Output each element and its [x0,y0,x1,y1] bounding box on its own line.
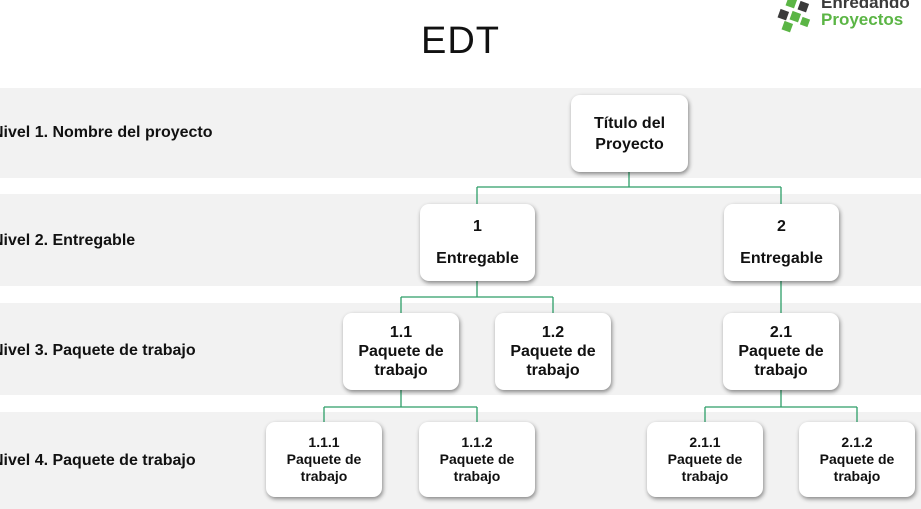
logo: Enredando Proyectos [771,0,921,36]
node-package-2-1-2-number: 2.1.2 [841,434,873,450]
logo-text: Enredando Proyectos [821,0,910,28]
logo-line-2: Proyectos [821,10,904,29]
node-package-1-1-2-line-1: Paquete de [439,451,515,467]
node-project-title-line-2: Proyecto [595,135,664,153]
node-deliverable-1-number: 1 [473,217,482,235]
node-project-title[interactable]: Título del Proyecto [571,95,688,172]
node-project-title-line-1: Título del [593,114,666,132]
node-package-2-1-1-line-2: trabajo [681,468,729,484]
node-package-1-2-number: 1.2 [541,324,565,341]
node-deliverable-1-label: Entregable [436,249,519,267]
node-package-2-1-2-line-1: Paquete de [819,451,895,467]
node-package-1-1[interactable]: 1.1 Paquete de trabajo [343,313,459,390]
level-2-label: Nivel 2. Entregable [0,232,136,249]
logo-mark-icon [777,0,811,33]
node-deliverable-1[interactable]: 1 Entregable [420,204,535,281]
page-title: EDT [421,20,500,62]
node-package-1-1-1-line-1: Paquete de [286,451,362,467]
node-package-2-1-2[interactable]: 2.1.2 Paquete de trabajo [799,422,915,497]
level-1-band [0,88,921,178]
node-package-1-2[interactable]: 1.2 Paquete de trabajo [495,313,611,390]
node-package-1-1-number: 1.1 [389,324,413,341]
logo-line-1: Enredando [821,0,910,12]
level-3-label: Nivel 3. Paquete de trabajo [0,342,196,359]
node-package-2-1-1-number: 2.1.1 [689,434,721,450]
node-package-2-1-1-line-1: Paquete de [667,451,743,467]
node-package-1-1-2-number: 1.1.2 [461,434,493,450]
node-deliverable-2[interactable]: 2 Entregable [724,204,839,281]
node-package-2-1-line-1: Paquete de [738,343,824,360]
node-deliverable-2-label: Entregable [740,249,823,267]
node-package-1-1-line-1: Paquete de [358,343,444,360]
node-package-2-1-1[interactable]: 2.1.1 Paquete de trabajo [647,422,763,497]
node-package-1-1-1-line-2: trabajo [300,468,348,484]
node-package-2-1-line-2: trabajo [754,362,808,379]
node-package-1-2-line-1: Paquete de [510,343,596,360]
node-package-1-1-1-number: 1.1.1 [308,434,340,450]
node-package-2-1-number: 2.1 [769,324,793,341]
node-package-1-1-1[interactable]: 1.1.1 Paquete de trabajo [266,422,382,497]
node-package-1-1-line-2: trabajo [374,362,428,379]
node-package-1-1-2-line-2: trabajo [453,468,501,484]
node-package-1-2-line-2: trabajo [526,362,580,379]
node-package-2-1-2-line-2: trabajo [833,468,881,484]
node-deliverable-2-number: 2 [777,217,786,235]
node-package-1-1-2[interactable]: 1.1.2 Paquete de trabajo [419,422,535,497]
node-package-2-1[interactable]: 2.1 Paquete de trabajo [723,313,839,390]
level-1-label: Nivel 1. Nombre del proyecto [0,124,213,141]
level-4-label: Nivel 4. Paquete de trabajo [0,452,196,469]
